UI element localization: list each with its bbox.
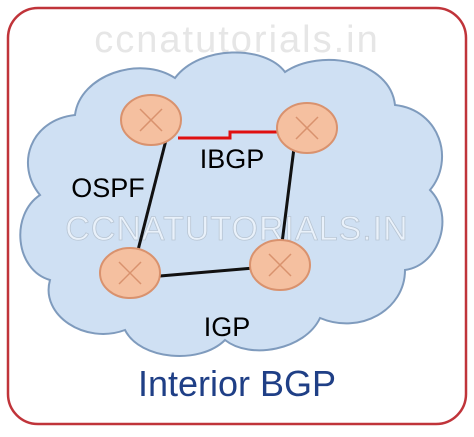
router-cross-icon [118, 261, 142, 285]
router-top-left [120, 94, 182, 146]
ospf-label: OSPF [71, 173, 145, 203]
ibgp-link [178, 130, 285, 140]
router-bottom-right [249, 239, 311, 291]
watermark-center: CCNATUTORIALS.IN [65, 210, 408, 248]
diagram-caption: Interior BGP [138, 363, 336, 404]
router-cross-icon [295, 116, 319, 140]
links [134, 130, 298, 278]
router-top-right [276, 102, 338, 154]
router-bottom-left [99, 247, 161, 299]
ospf-link [134, 139, 168, 259]
igp-link [159, 266, 255, 278]
igp-label: IGP [204, 312, 251, 342]
router-cross-icon [268, 253, 292, 277]
ibgp-label: IBGP [200, 144, 265, 174]
router-cross-icon [139, 108, 163, 132]
cloud [19, 51, 444, 357]
